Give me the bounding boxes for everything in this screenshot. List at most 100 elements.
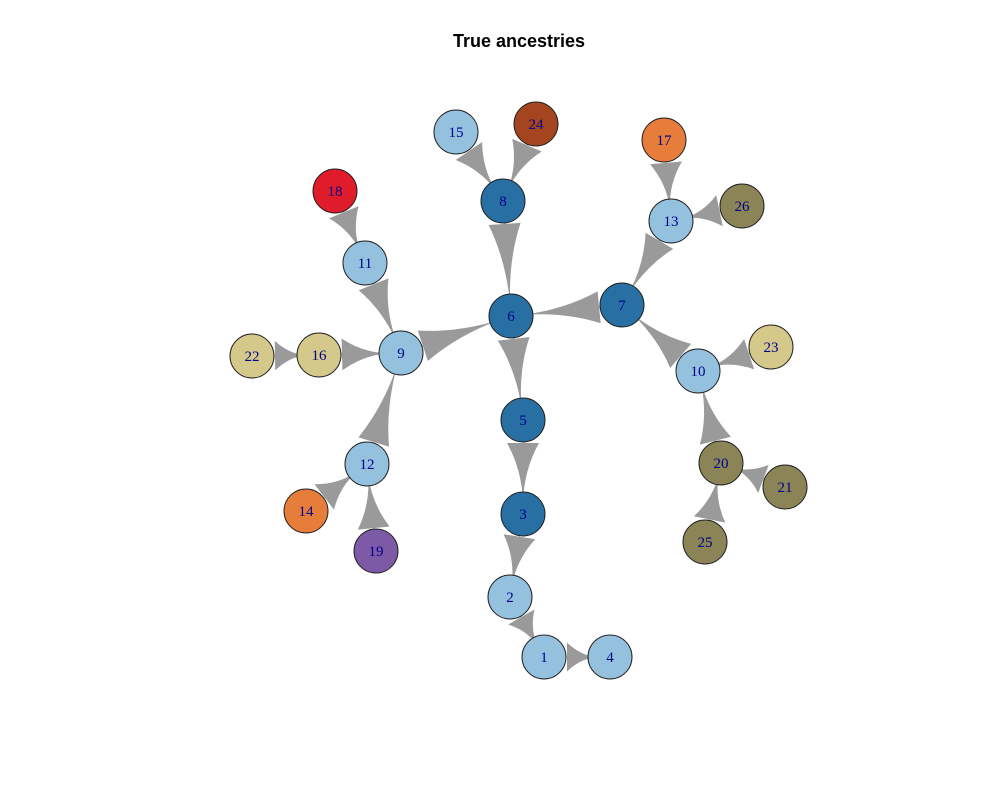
- graph-title: True ancestries: [453, 31, 585, 51]
- node-label-3: 3: [519, 507, 527, 523]
- node-26: 26: [719, 183, 765, 229]
- node-circle-24: [513, 101, 559, 147]
- node-label-26: 26: [735, 199, 751, 215]
- node-circle-4: [587, 634, 633, 680]
- node-label-11: 11: [358, 256, 372, 272]
- node-label-25: 25: [698, 535, 713, 551]
- node-7: 7: [599, 282, 645, 328]
- node-11: 11: [342, 240, 388, 286]
- node-2: 2: [487, 574, 533, 620]
- node-circle-1: [521, 634, 567, 680]
- node-label-18: 18: [328, 184, 343, 200]
- node-circle-9: [378, 330, 424, 376]
- edge-arrow-6-7: [524, 291, 601, 324]
- edge-arrow-20-25: [693, 475, 726, 523]
- node-21: 21: [762, 464, 808, 510]
- edge-arrow-8-24: [508, 138, 542, 189]
- node-label-6: 6: [507, 309, 515, 325]
- edge-arrow-3-5: [507, 443, 539, 501]
- node-label-4: 4: [606, 650, 614, 666]
- node-15: 15: [433, 109, 479, 155]
- node-17: 17: [641, 117, 687, 163]
- node-circle-8: [480, 178, 526, 224]
- node-circle-15: [433, 109, 479, 155]
- node-22: 22: [229, 333, 275, 379]
- edge-arrow-20-21: [733, 464, 769, 494]
- node-circle-22: [229, 333, 275, 379]
- node-23: 23: [748, 324, 794, 370]
- edge-arrow-10-23: [710, 338, 755, 370]
- node-label-24: 24: [529, 117, 545, 133]
- edge-arrow-4-1: [567, 642, 597, 672]
- node-circle-11: [342, 240, 388, 286]
- node-1: 1: [521, 634, 567, 680]
- edge-arrow-7-13: [628, 232, 674, 294]
- node-label-15: 15: [449, 125, 464, 141]
- node-16: 16: [296, 332, 342, 378]
- node-6: 6: [488, 293, 534, 339]
- node-circle-14: [283, 488, 329, 534]
- node-circle-13: [648, 198, 694, 244]
- edge-arrow-6-8: [488, 222, 521, 303]
- node-circle-26: [719, 183, 765, 229]
- node-label-23: 23: [764, 340, 779, 356]
- node-13: 13: [648, 198, 694, 244]
- node-circle-12: [344, 441, 390, 487]
- node-18: 18: [312, 168, 358, 214]
- node-circle-10: [675, 348, 721, 394]
- edge-arrow-9-16: [341, 338, 388, 371]
- node-24: 24: [513, 101, 559, 147]
- node-circle-18: [312, 168, 358, 214]
- node-label-13: 13: [664, 214, 679, 230]
- node-10: 10: [675, 348, 721, 394]
- node-25: 25: [682, 519, 728, 565]
- node-label-10: 10: [691, 364, 706, 380]
- node-circle-17: [641, 117, 687, 163]
- edge-arrow-1-2: [508, 609, 538, 646]
- edge-arrow-9-11: [358, 278, 397, 341]
- node-circle-19: [353, 528, 399, 574]
- node-12: 12: [344, 441, 390, 487]
- node-20: 20: [698, 440, 744, 486]
- node-label-22: 22: [245, 349, 260, 365]
- edge-arrow-13-26: [683, 195, 723, 227]
- edge-arrow-7-10: [631, 313, 692, 368]
- node-4: 4: [587, 634, 633, 680]
- edge-arrow-6-9: [417, 320, 499, 361]
- node-8: 8: [480, 178, 526, 224]
- edge-arrow-2-3: [503, 534, 536, 584]
- node-label-8: 8: [499, 194, 507, 210]
- node-label-2: 2: [506, 590, 514, 606]
- node-label-19: 19: [369, 544, 384, 560]
- edge-layer: [251, 123, 786, 672]
- edge-arrow-16-22: [274, 340, 306, 371]
- node-label-17: 17: [657, 133, 673, 149]
- edge-arrow-13-17: [650, 161, 682, 208]
- node-circle-3: [500, 491, 546, 537]
- node-label-20: 20: [714, 456, 729, 472]
- node-label-7: 7: [618, 298, 626, 314]
- node-label-9: 9: [397, 346, 405, 362]
- node-circle-21: [762, 464, 808, 510]
- node-14: 14: [283, 488, 329, 534]
- edge-arrow-11-18: [329, 206, 360, 251]
- node-circle-6: [488, 293, 534, 339]
- node-circle-2: [487, 574, 533, 620]
- edge-arrow-9-12: [358, 365, 398, 447]
- node-3: 3: [500, 491, 546, 537]
- node-circle-5: [500, 397, 546, 443]
- node-circle-20: [698, 440, 744, 486]
- edge-arrow-10-20: [699, 383, 731, 445]
- edge-arrow-5-6: [497, 337, 530, 407]
- node-label-1: 1: [540, 650, 548, 666]
- node-circle-23: [748, 324, 794, 370]
- node-circle-25: [682, 519, 728, 565]
- node-layer: 1234567891011121314151617181920212223242…: [229, 101, 808, 680]
- edge-arrow-8-15: [455, 142, 496, 191]
- node-circle-16: [296, 332, 342, 378]
- node-label-12: 12: [360, 457, 375, 473]
- node-label-16: 16: [312, 348, 328, 364]
- edge-arrow-12-14: [314, 472, 357, 510]
- node-5: 5: [500, 397, 546, 443]
